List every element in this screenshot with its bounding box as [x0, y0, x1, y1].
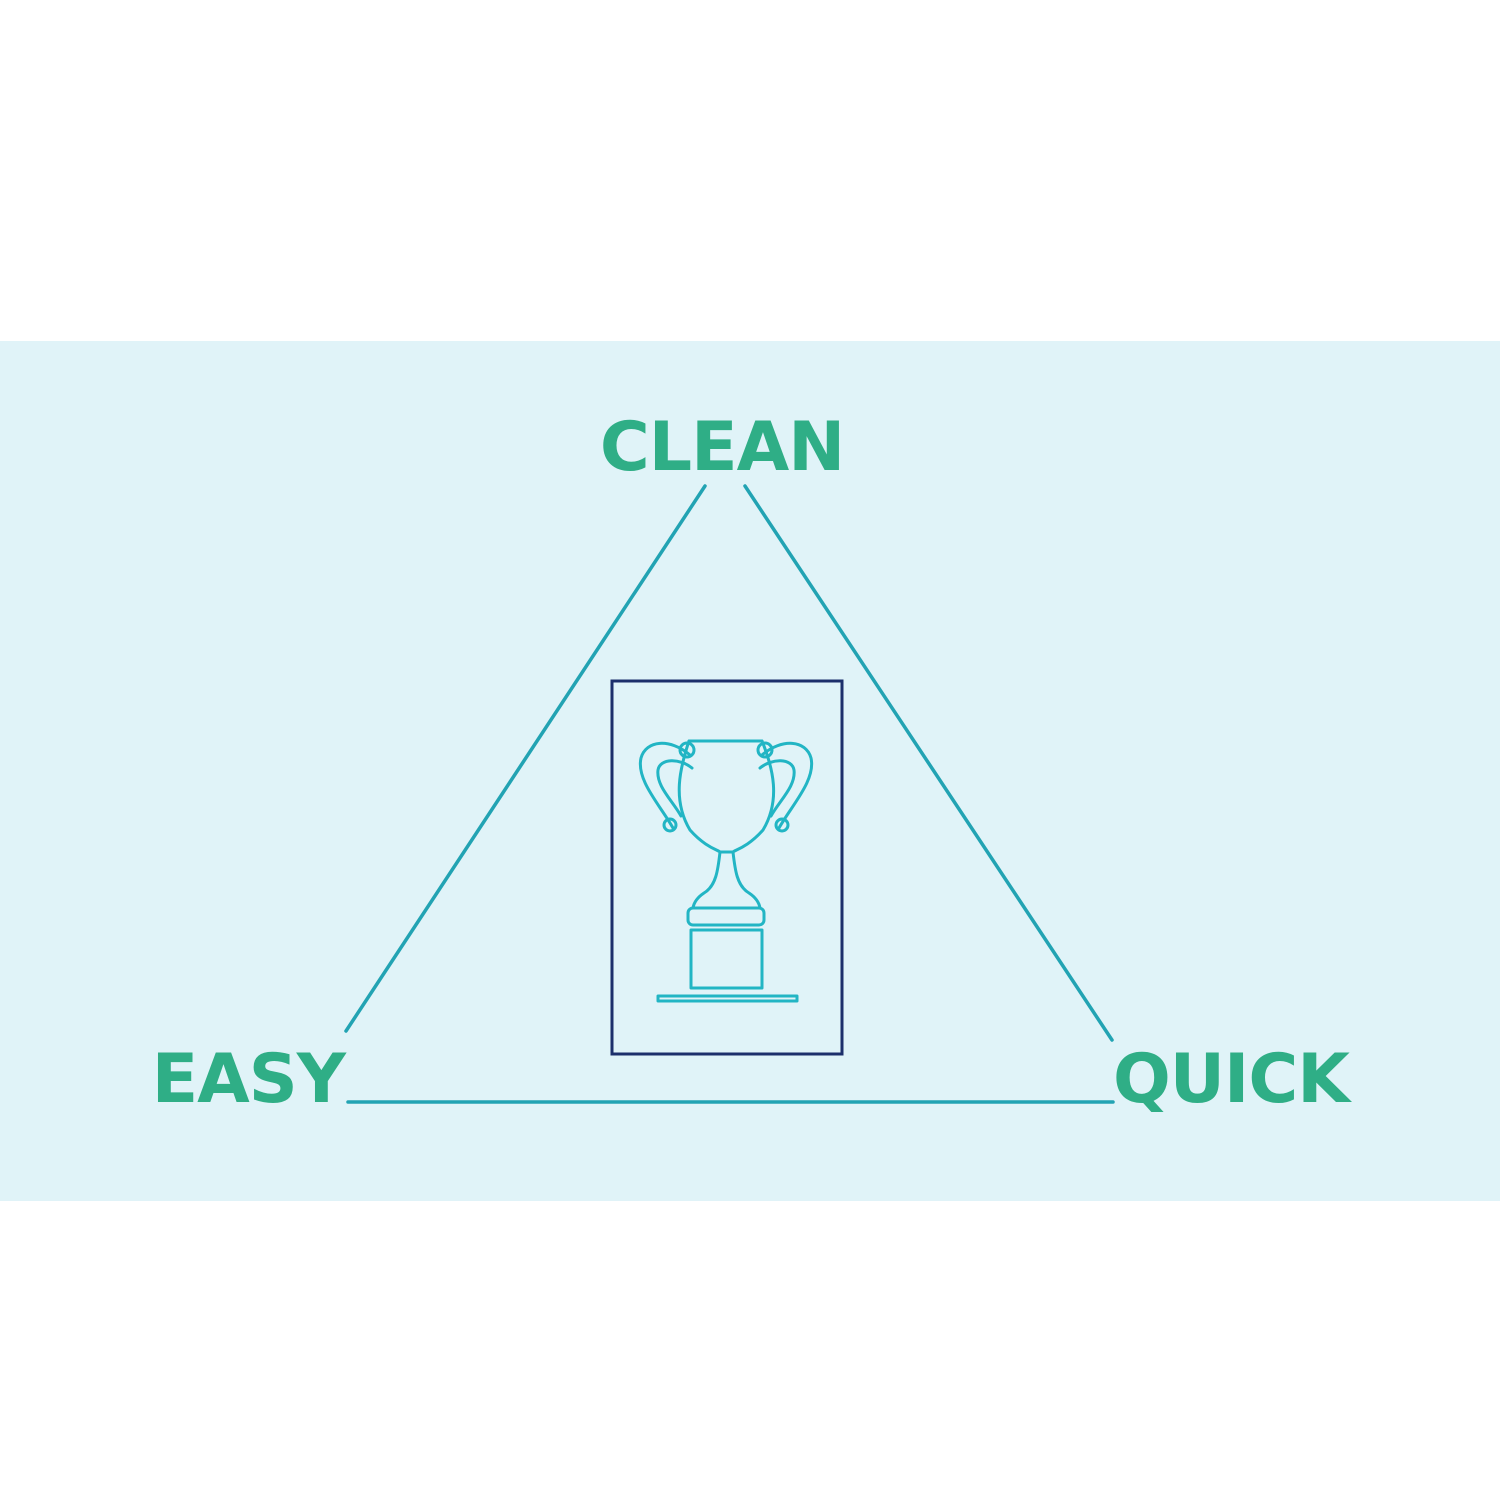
edge-right — [743, 484, 1114, 1042]
vertex-label-top: CLEAN — [599, 408, 845, 487]
diagram-panel — [0, 341, 1500, 1201]
trophy-icon — [638, 739, 814, 1003]
trophy-frame — [610, 679, 844, 1056]
vertex-label-bottom-right: QUICK — [1113, 1040, 1350, 1119]
vertex-label-bottom-left: EASY — [151, 1040, 346, 1119]
edge-left — [344, 484, 707, 1033]
